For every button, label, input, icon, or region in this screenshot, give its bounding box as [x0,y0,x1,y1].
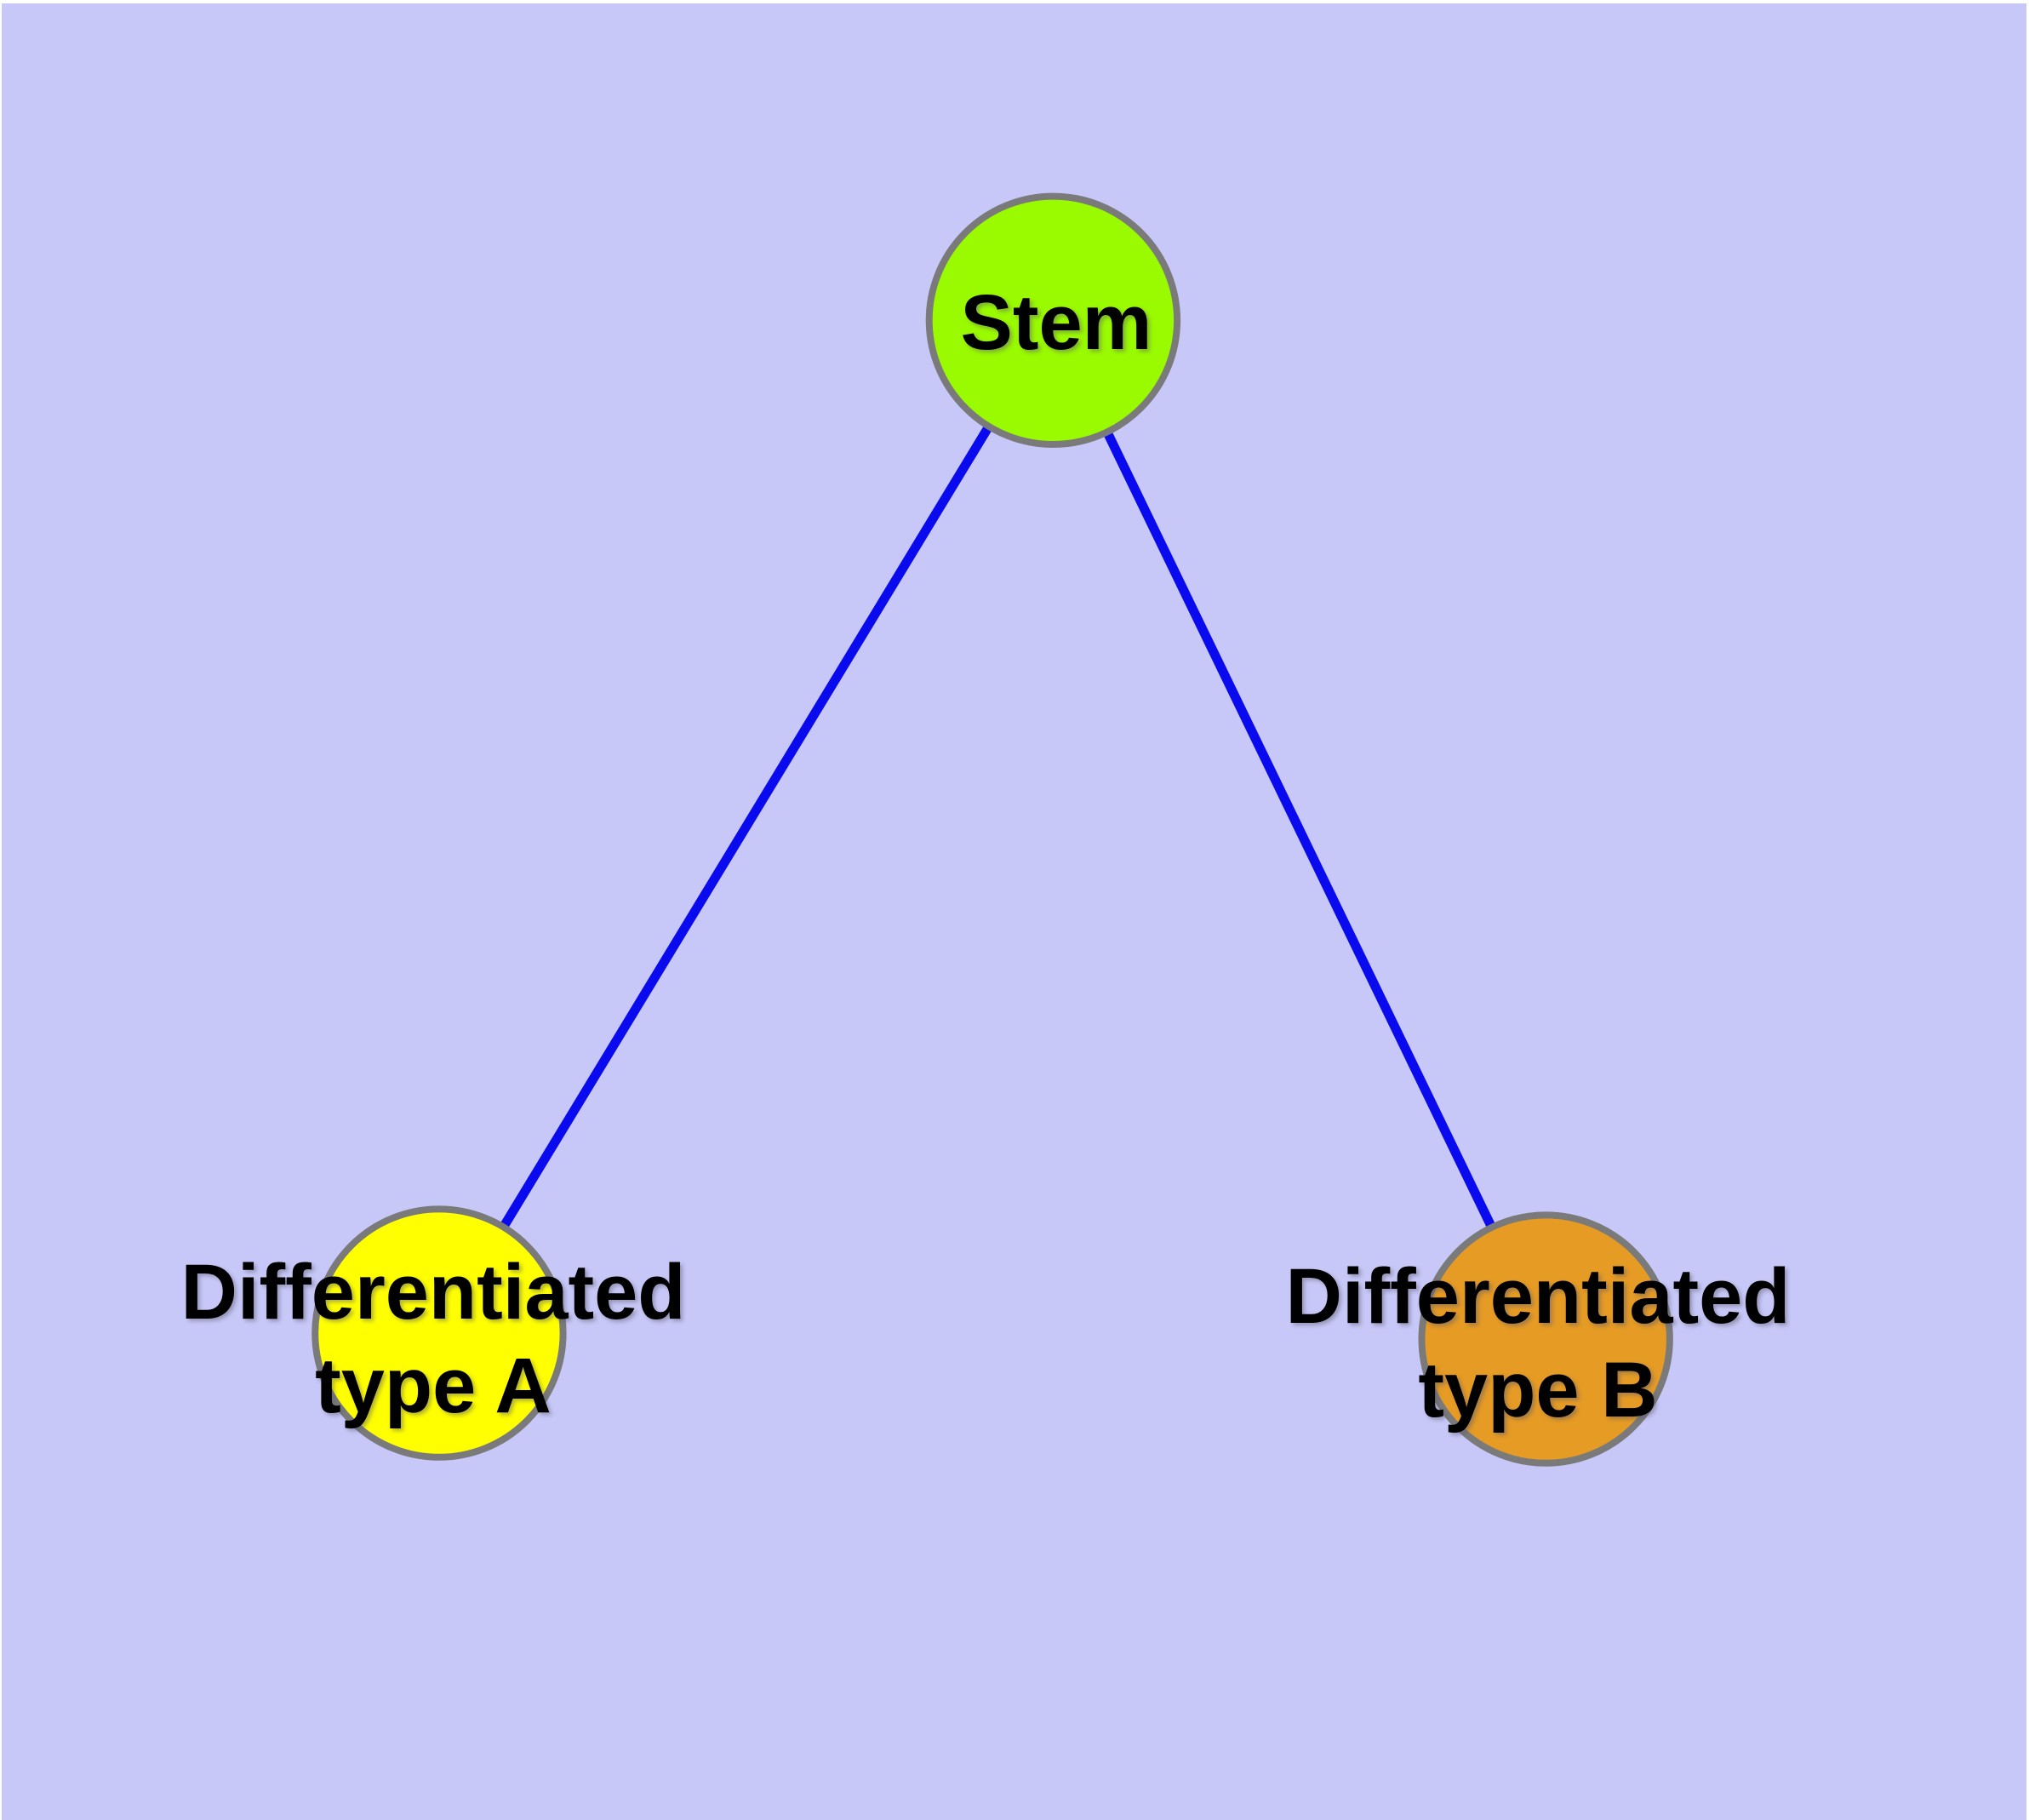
diagram-svg [2,3,2026,1820]
node-stem[interactable] [925,192,1181,449]
node-differentiated-type-b[interactable] [1418,1211,1673,1467]
edge-stem-to-type-a [435,318,1058,1336]
diagram-canvas: Stem Differentiated type A Differentiate… [2,3,2026,1820]
edge-stem-to-type-b [1049,318,1551,1342]
node-differentiated-type-a[interactable] [311,1205,567,1461]
